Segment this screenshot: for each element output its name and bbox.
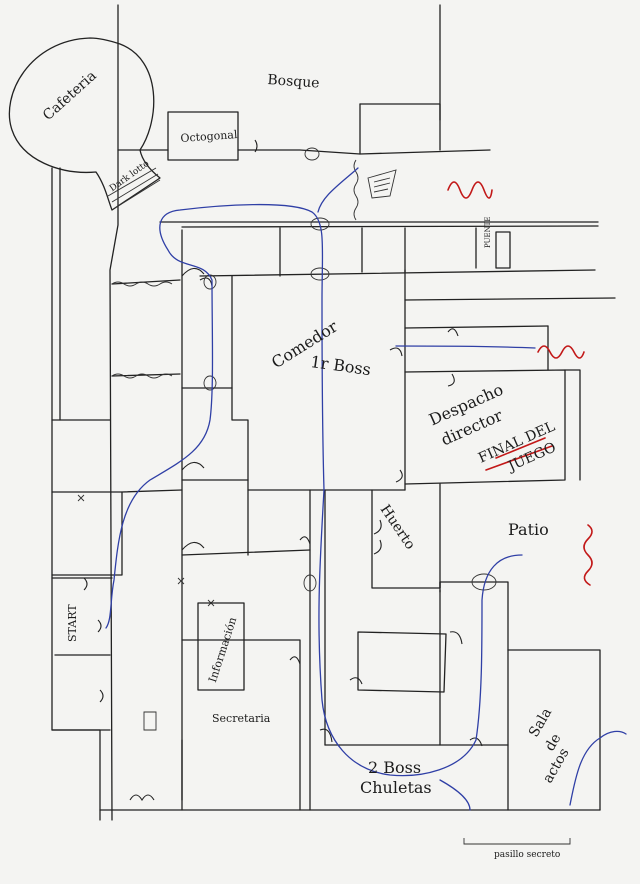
- label-start: START: [66, 604, 79, 642]
- label-chuletas: Chuletas: [360, 778, 432, 797]
- fences: [111, 159, 359, 379]
- final-underline-1: [485, 445, 553, 471]
- info-box: [197, 602, 245, 691]
- markers: [77, 147, 497, 731]
- label-puente: PUENTE: [484, 216, 492, 249]
- final-underline-2: [495, 437, 546, 459]
- label-patio: Patio: [508, 520, 549, 539]
- label-pasillo-secreto: pasillo secreto: [494, 850, 561, 860]
- secret-bracket: [463, 838, 571, 845]
- doors: [83, 139, 483, 802]
- walls: [51, 4, 616, 821]
- label-boss2: 2 Boss: [368, 758, 422, 777]
- danger-zones: [447, 181, 593, 586]
- cafeteria-room: [8, 37, 161, 211]
- player-route: [105, 167, 627, 811]
- label-secretaria: Secretaria: [212, 712, 271, 725]
